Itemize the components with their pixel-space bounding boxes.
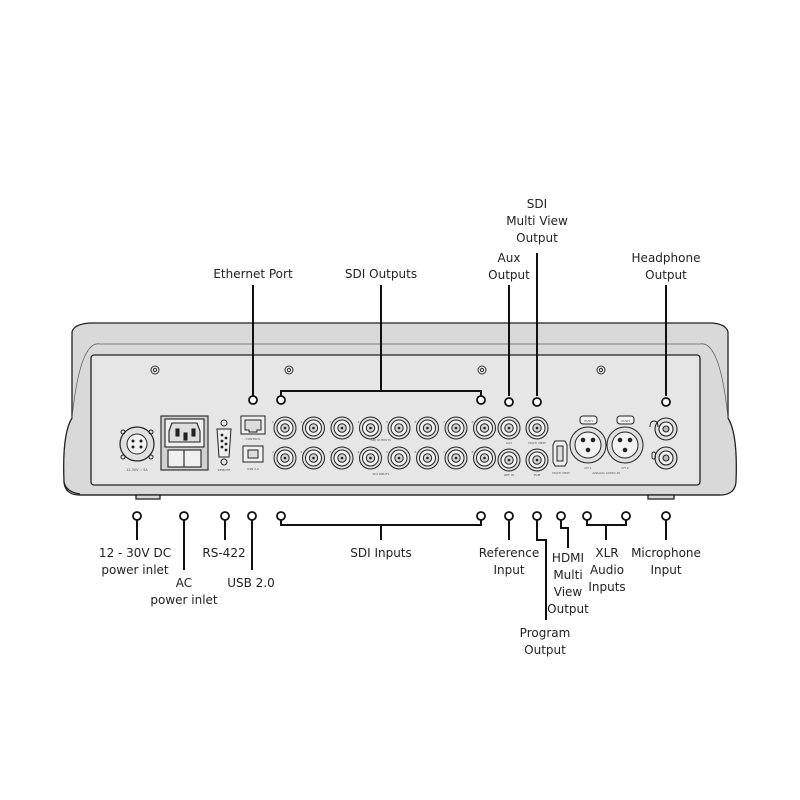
label-rs422: RS-422	[202, 546, 246, 560]
ch2-text: CH 2	[621, 466, 628, 470]
sdi-input-connector-7	[444, 446, 468, 470]
sdi-input-connector-1	[273, 446, 297, 470]
sdi-input-connector-8	[473, 446, 496, 470]
headphone-jack	[649, 417, 678, 441]
sdi-input-number-5: 5	[386, 450, 388, 454]
label-sdi-inputs: SDI Inputs	[350, 546, 412, 560]
microphone-jack	[651, 446, 678, 470]
sdi-output-number-5: 5	[386, 420, 388, 424]
bnc-connectors: 1 1 2 2 3 3 4 4 5 5 6 6 7 7 8 8	[272, 416, 549, 472]
label-microphone-input: Microphone Input	[631, 546, 701, 577]
label-xlr-audio-inputs: XLR Audio Inputs	[588, 546, 626, 594]
sdi-output-number-7: 7	[443, 420, 445, 424]
ch1-text: CH 1	[584, 466, 591, 470]
pgm-small-text: PGM	[534, 473, 541, 477]
program-output-connector	[525, 448, 549, 472]
sdi-input-number-8: 8	[472, 450, 474, 454]
push-text-ch1: PUSH	[584, 419, 592, 423]
sdi-output-number-3: 3	[329, 420, 331, 424]
sdi-output-number-4: 4	[358, 420, 360, 424]
callout-dots	[132, 395, 671, 521]
sdi-input-number-6: 6	[415, 450, 417, 454]
ac-power-inlet	[160, 415, 209, 471]
sdi-output-connector-8	[473, 416, 496, 440]
label-sdi-multiview-output: SDI Multi View Output	[506, 197, 568, 245]
sdi-input-number-1: 1	[272, 450, 274, 454]
sdi-multiview-output-connector	[525, 416, 549, 440]
label-dc-power-inlet: 12 - 30V DC power inlet	[98, 546, 172, 577]
label-aux-output: Aux Output	[488, 251, 530, 282]
multiview-small-text: MULTI VIEW	[528, 441, 546, 445]
label-program-output: Program Output	[519, 626, 571, 657]
sdi-input-connector-3	[330, 446, 354, 470]
ethernet-port: CONTROL	[240, 415, 266, 441]
label-usb: USB 2.0	[227, 576, 275, 590]
dc-rating-text: 12-30V ⎓ 5A	[126, 468, 148, 472]
sdi-output-number-8: 8	[472, 420, 474, 424]
remote-text: REMOTE	[218, 468, 231, 472]
label-sdi-outputs: SDI Outputs	[344, 267, 418, 281]
sdi-input-number-3: 3	[329, 450, 331, 454]
label-hdmi-multiview-output: HDMI Multi View Output	[547, 551, 589, 616]
callout-lines	[136, 253, 667, 620]
usb-port: USB 2.0	[242, 445, 264, 471]
hdmi-port: MULTI VIEW	[552, 440, 570, 475]
switcher-chassis	[63, 322, 737, 500]
sdi-input-connector-4	[359, 446, 382, 470]
sdi-input-connector-5	[387, 446, 411, 470]
sdi-output-connector-5	[387, 416, 411, 440]
label-reference-input: Reference Input	[478, 546, 540, 577]
sdi-output-connector-7	[444, 416, 468, 440]
push-text-ch2: PUSH	[621, 419, 629, 423]
sdi-output-number-2: 2	[301, 420, 303, 424]
sdi-output-connector-4	[359, 416, 382, 440]
dc-power-inlet: 12-30V ⎓ 5A	[119, 426, 155, 472]
hdmi-small-text: MULTI VIEW	[552, 471, 570, 475]
xlr-input-ch1: PUSH CH 1	[569, 415, 607, 470]
control-text: CONTROL	[246, 437, 261, 441]
sdi-output-number-1: 1	[272, 420, 274, 424]
sdi-input-number-2: 2	[301, 450, 303, 454]
sdi-output-connector-3	[330, 416, 354, 440]
mounting-screws	[150, 365, 606, 375]
reference-input-connector	[497, 448, 521, 472]
analog-audio-text: ANALOG AUDIO IN	[592, 471, 619, 475]
ref-in-small-text: REF IN	[504, 473, 514, 477]
sdi-output-connector-6	[416, 416, 439, 440]
aux-small-text: AUX	[506, 441, 512, 445]
aux-output-connector	[497, 416, 521, 440]
sdi-input-connector-2	[302, 446, 325, 470]
label-headphone-output: Headphone Output	[631, 251, 701, 282]
sdi-input-number-7: 7	[443, 450, 445, 454]
sdi-input-connector-6	[416, 446, 439, 470]
sdi-inputs-small-text: SDI INPUTS	[373, 472, 390, 476]
sdi-outputs-small-text: SDI OUTPUTS	[371, 438, 391, 442]
sdi-input-number-4: 4	[358, 450, 360, 454]
label-ethernet-port: Ethernet Port	[213, 267, 293, 281]
rs422-port: REMOTE	[216, 419, 232, 472]
sdi-output-connector-2	[302, 416, 325, 440]
label-ac-power-inlet: AC power inlet	[150, 576, 218, 607]
xlr-input-ch2: PUSH CH 2	[606, 415, 644, 470]
sdi-output-connector-1	[273, 416, 297, 440]
usb-small-text: USB 2.0	[247, 467, 259, 471]
sdi-output-number-6: 6	[415, 420, 417, 424]
